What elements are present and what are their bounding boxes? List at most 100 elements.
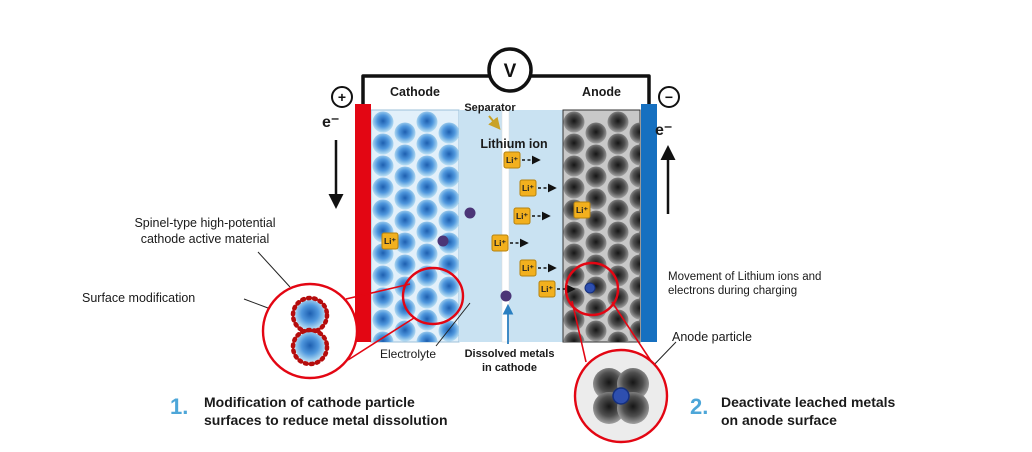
lithium-ion-symbol: Li⁺ <box>384 236 397 246</box>
cathode-particle <box>372 177 394 199</box>
cathode-particle <box>438 188 459 210</box>
cathode-particle <box>416 111 438 133</box>
anode-label: Anode <box>582 85 621 99</box>
anode-particle <box>607 133 629 155</box>
anode-particle <box>563 243 585 265</box>
wire-left <box>361 74 489 106</box>
cathode-particle <box>416 287 438 309</box>
lithium-ion: Li⁺ <box>519 259 557 277</box>
separator-label: Separator <box>464 102 516 114</box>
cathode-particle <box>394 254 416 276</box>
cathode-particle <box>438 122 459 144</box>
cathode-particle <box>438 298 459 320</box>
cathode-particle <box>372 287 394 309</box>
cathode-particle-zoomed <box>295 300 325 330</box>
lithium-ion-symbol: Li⁺ <box>494 238 507 248</box>
cathode-particle <box>416 155 438 177</box>
cathode-particle <box>416 177 438 199</box>
anode-particle <box>629 122 640 144</box>
electron-label-right: e⁻ <box>655 122 673 139</box>
lithium-ions: Li⁺Li⁺Li⁺Li⁺Li⁺Li⁺Li⁺Li⁺ <box>381 151 591 298</box>
cathode-current-collector <box>355 104 371 342</box>
electrolyte-region <box>459 110 563 342</box>
anode-particle <box>629 166 640 188</box>
electrolyte-pointer-line <box>435 302 471 347</box>
lithium-ion-label: Lithium ion <box>480 137 548 151</box>
anode-particle <box>563 177 585 199</box>
callout-2-text: Deactivate leached metals on anode surfa… <box>721 394 896 429</box>
voltmeter-label: V <box>504 61 517 82</box>
anode-particle-label: Anode particle <box>672 330 752 344</box>
dissolved-metals <box>437 207 596 302</box>
anode-particle <box>585 122 607 144</box>
minus-terminal-label: − <box>665 89 673 105</box>
cathode-particle <box>372 309 394 331</box>
cathode-particle <box>394 210 416 232</box>
dissolved-metals-label: Dissolved metals in cathode <box>464 348 555 374</box>
cathode-particle <box>372 265 394 287</box>
spinel-material-label: Spinel-type high-potential cathode activ… <box>134 216 276 246</box>
anode-highlight-circle <box>564 261 620 317</box>
lithium-ion-symbol: Li⁺ <box>522 183 535 193</box>
anode-particle <box>629 144 640 166</box>
deposited-metal-dot <box>584 282 596 294</box>
zoom-connector <box>571 300 587 363</box>
anode-particle <box>629 254 640 276</box>
cathode-particles <box>372 111 459 342</box>
dissolved-metal-dot <box>464 207 476 219</box>
plus-terminal <box>331 86 353 108</box>
lithium-ion: Li⁺ <box>573 201 591 219</box>
anode-particle <box>563 221 585 243</box>
zoom-connector <box>611 301 654 365</box>
cathode-particle <box>438 210 459 232</box>
callout-2-number: 2. <box>690 394 709 419</box>
anode-particle <box>585 254 607 276</box>
cathode-particle <box>416 133 438 155</box>
surface-mod-pointer-line <box>243 298 269 309</box>
lithium-ion: Li⁺ <box>381 232 399 250</box>
callout-1-number: 1. <box>170 394 189 419</box>
cathode-particle <box>394 320 416 342</box>
electrolyte-label: Electrolyte <box>380 347 437 361</box>
cathode-particle <box>394 232 416 254</box>
voltmeter <box>487 47 533 93</box>
anode-particle <box>629 232 640 254</box>
anode-particle <box>563 111 585 133</box>
cathode-particle <box>394 188 416 210</box>
anode-particle <box>563 133 585 155</box>
cathode-particle <box>372 155 394 177</box>
anode-particle <box>563 309 585 331</box>
dissolved-metal-dot <box>500 290 512 302</box>
anode-particle <box>585 166 607 188</box>
separator-pointer-arrow <box>488 115 501 130</box>
lithium-ion-symbol: Li⁺ <box>516 211 529 221</box>
cathode-label: Cathode <box>390 85 440 99</box>
cathode-particle <box>438 144 459 166</box>
cathode-particle <box>416 221 438 243</box>
anode-particle <box>629 210 640 232</box>
minus-terminal <box>658 86 680 108</box>
lithium-ion-symbol: Li⁺ <box>506 155 519 165</box>
anode-particle <box>585 210 607 232</box>
dissolved-metal-dot <box>437 235 449 247</box>
anode-particle <box>607 331 629 342</box>
anode-particle <box>629 320 640 342</box>
anode-particle <box>607 155 629 177</box>
lithium-ion: Li⁺ <box>503 151 541 169</box>
plus-terminal-label: + <box>338 89 346 105</box>
anode-particle <box>585 144 607 166</box>
anode-particle <box>629 298 640 320</box>
anode-zoom-view <box>573 348 669 444</box>
movement-caption: Movement of Lithium ions and electrons d… <box>668 271 822 298</box>
anode-particle <box>563 265 585 287</box>
cathode-particle <box>416 243 438 265</box>
anode-particle <box>585 298 607 320</box>
anode-particle <box>607 309 629 331</box>
anode-particle <box>607 111 629 133</box>
anode-current-collector <box>641 104 657 342</box>
cathode-zoom-view <box>261 282 359 380</box>
lithium-ion: Li⁺ <box>491 234 529 252</box>
deposited-metal-zoomed <box>612 387 630 405</box>
